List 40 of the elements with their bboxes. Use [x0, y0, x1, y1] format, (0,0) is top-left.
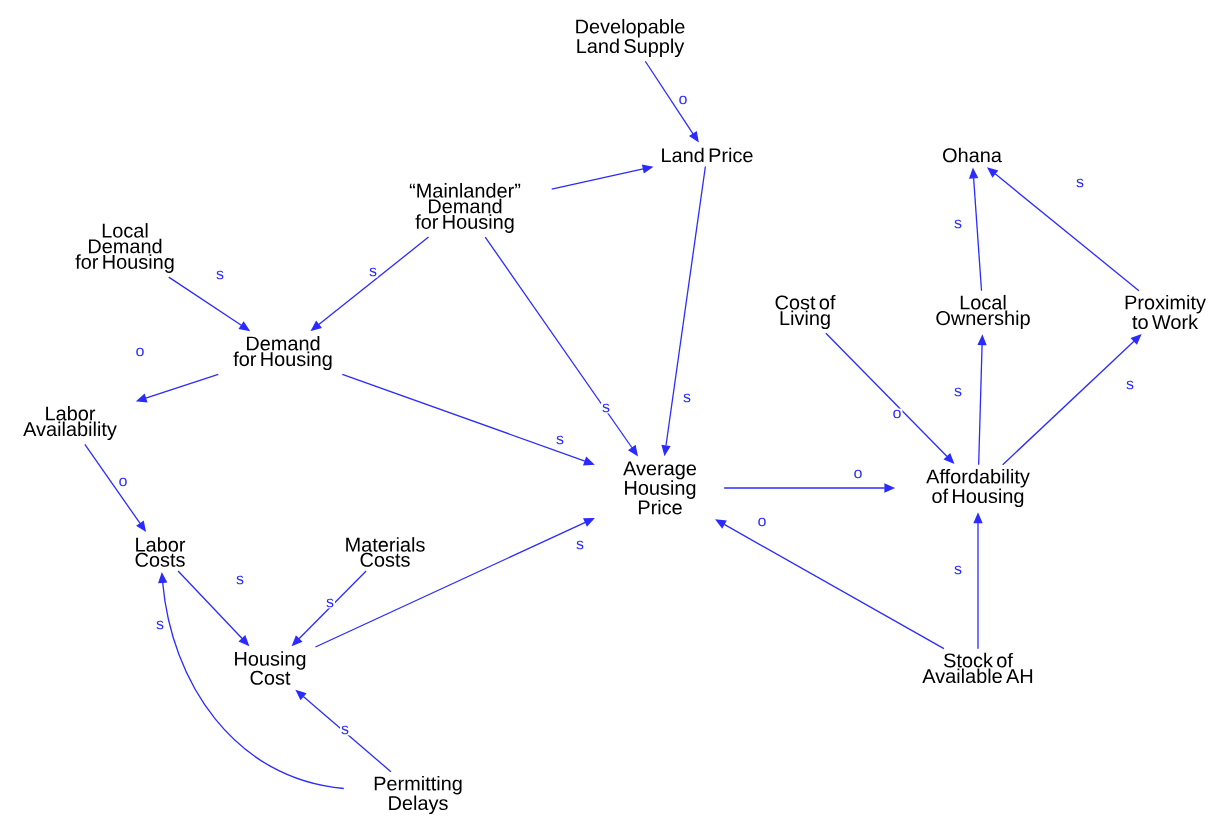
edge-label: s [325, 597, 335, 609]
variable-label: Cost of Living [775, 294, 836, 330]
edge-label: s [155, 619, 165, 631]
edge-label: s [575, 539, 585, 551]
edge-label: o [134, 346, 146, 358]
variable-label: Developable Land Supply [576, 18, 685, 58]
variable-label: Housing Cost [235, 651, 306, 685]
arrow [1002, 334, 1142, 466]
edge-label: s [368, 266, 378, 278]
edge-label: o [852, 468, 864, 480]
edge-label: s [340, 724, 350, 736]
edge-label: o [677, 94, 689, 106]
variable-label: Land Price [662, 147, 753, 163]
edge-label: s [953, 564, 963, 576]
variable-label: Affordability of Housing [926, 468, 1030, 508]
edge-label: s [235, 574, 245, 586]
variable-label: Demand for Housing [233, 335, 332, 371]
edge-label: s [555, 434, 565, 446]
arrow [715, 519, 945, 650]
variable-label: Stock of Available AH [922, 652, 1033, 684]
edge-label: s [1125, 379, 1135, 391]
variable-label: Labor Costs [135, 537, 186, 567]
variable-label: Proximity to Work [1125, 294, 1206, 330]
edge-label: o [117, 476, 129, 488]
variable-label: Labor Availability [23, 405, 117, 441]
variable-label: “Mainlander” Demand for Housing [409, 183, 521, 233]
variable-label: Local Ownership [936, 294, 1030, 330]
edge-label: o [756, 516, 768, 528]
variable-label: Materials Costs [346, 537, 425, 567]
edge-label: s [682, 392, 692, 404]
variable-label: Ohana [943, 147, 1002, 163]
variable-label: Permitting Delays [374, 775, 462, 815]
variable-label: Local Demand for Housing [75, 223, 174, 273]
edge-label: s [953, 386, 963, 398]
edge-label: s [601, 402, 611, 414]
edge-label: s [953, 218, 963, 230]
edge-label: s [215, 269, 225, 281]
variable-label: Average Housing Price [623, 461, 697, 515]
edge-label: s [1075, 177, 1085, 189]
edge-label: o [891, 408, 903, 420]
